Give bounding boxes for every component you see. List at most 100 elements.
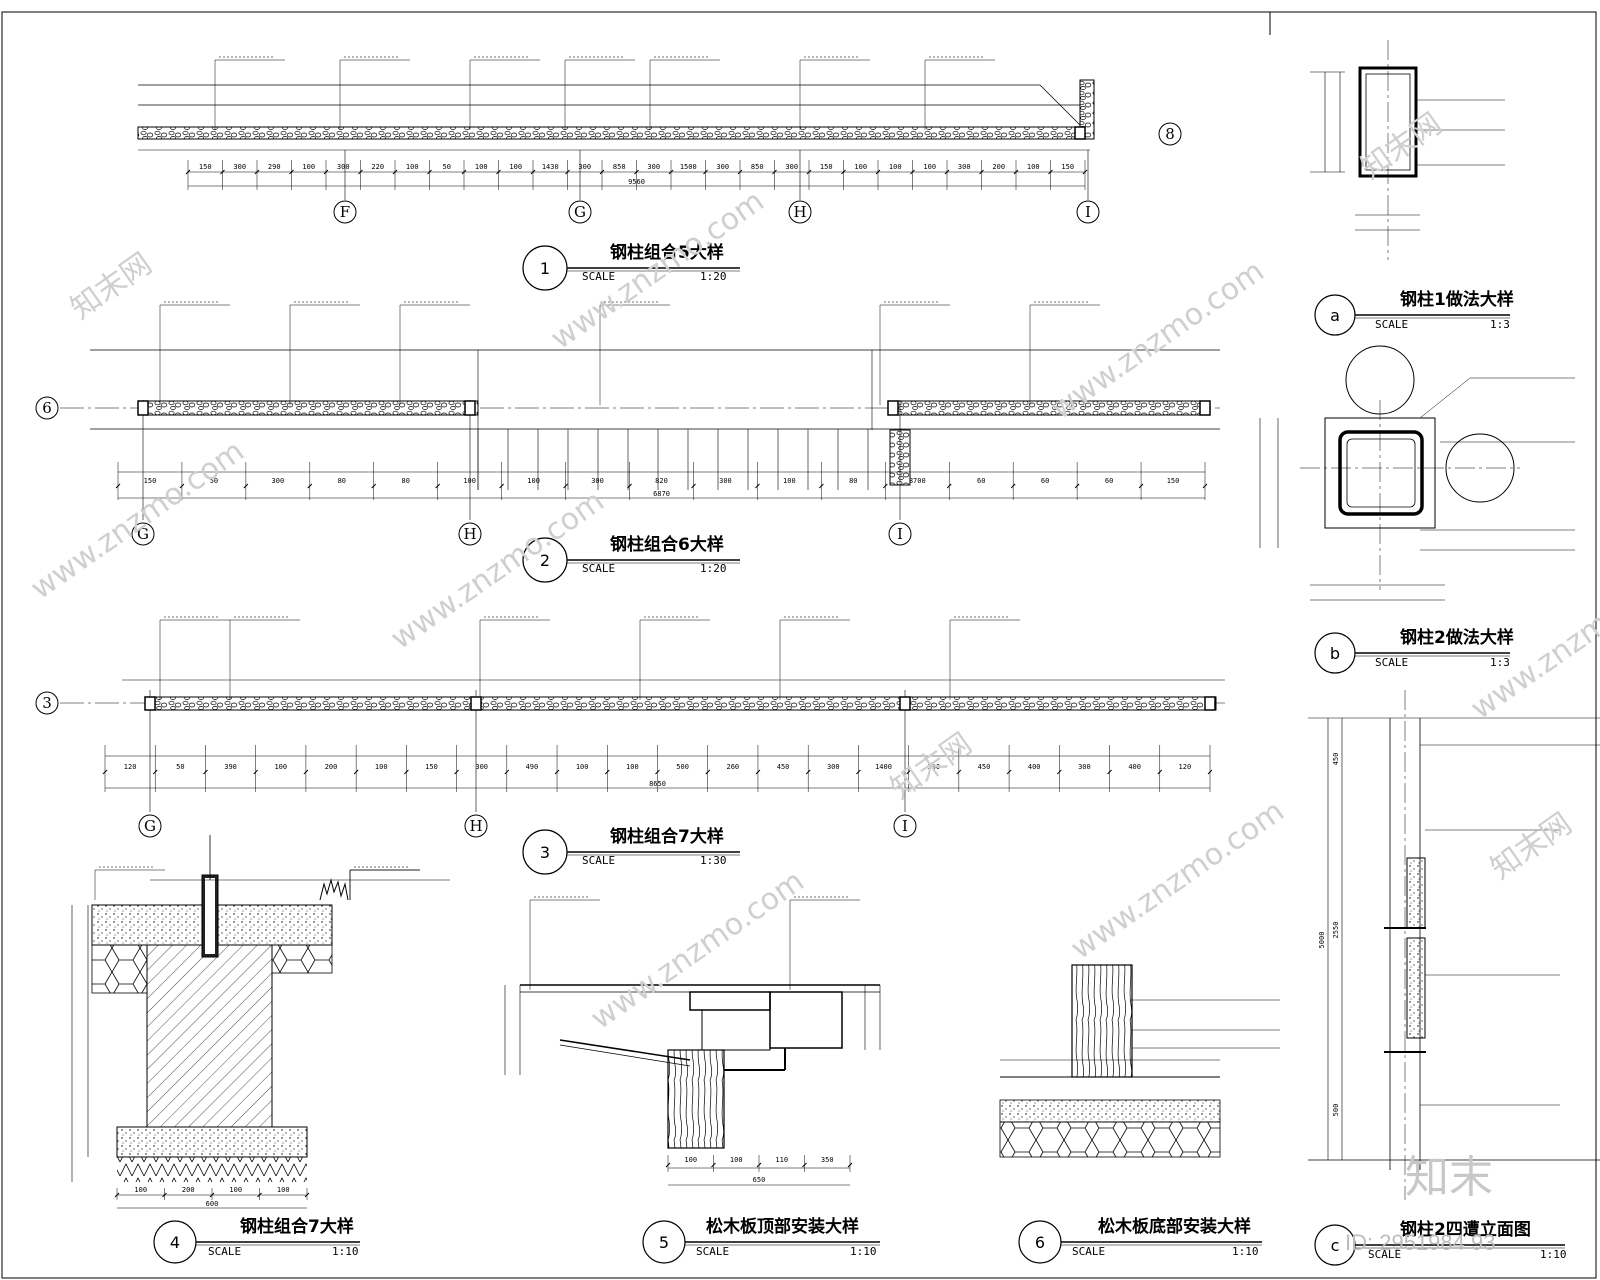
dimension-value: 220 — [371, 163, 384, 171]
dimension-value: 300 — [958, 163, 971, 171]
axis-bubble-d1: H — [788, 200, 812, 224]
detail-number: 4 — [170, 1233, 180, 1252]
dimension-value: 450 — [777, 763, 790, 771]
dimension-value: 80 — [849, 477, 857, 485]
scale-value: 1:10 — [1232, 1245, 1259, 1258]
axis-bubble-d2: G — [131, 522, 155, 546]
dimension-value: 100 — [277, 1186, 290, 1194]
svg-text:I: I — [897, 525, 903, 543]
scale-label: SCALE — [582, 270, 615, 283]
scale-label: SCALE — [1375, 656, 1408, 669]
scale-label: SCALE — [1072, 1245, 1105, 1258]
detail-c-elevation — [1308, 690, 1600, 1200]
detail-number: 3 — [540, 843, 550, 862]
axis-bubble-d2: I — [888, 522, 912, 546]
dimension-value: 80 — [402, 477, 410, 485]
dimension-value: 300 — [647, 163, 660, 171]
scale-value: 1:10 — [850, 1245, 877, 1258]
dimension-value: 100 — [406, 163, 419, 171]
dimension-value: 100 — [463, 477, 476, 485]
dimension-value: 330 — [927, 763, 940, 771]
scale-value: 1:10 — [1540, 1248, 1567, 1261]
dimension-total: 6870 — [653, 490, 670, 498]
dimension-value: 100 — [527, 477, 540, 485]
detail-2-plan — [60, 301, 1220, 499]
dimension-value: 200 — [325, 763, 338, 771]
dimension-value: 100 — [274, 763, 287, 771]
detail-title: 钢柱1做法大样 — [1400, 289, 1514, 310]
detail-title: 钢柱2四遭立面图 — [1400, 1219, 1531, 1240]
svg-text:G: G — [144, 817, 156, 835]
dimension-value: 300 — [337, 163, 350, 171]
dimension-value: 150 — [1061, 163, 1074, 171]
axis-bubble-row-d3: 3 — [35, 691, 59, 715]
svg-text:H: H — [793, 203, 806, 221]
scale-label: SCALE — [1368, 1248, 1401, 1261]
detail-title: 钢柱组合6大样 — [610, 534, 724, 555]
dimension-value: 260 — [727, 763, 740, 771]
dimension-value: 50 — [210, 477, 218, 485]
axis-bubble-d3: G — [138, 814, 162, 838]
dimension-total: 9560 — [628, 178, 645, 186]
dimension-value: 290 — [268, 163, 281, 171]
dimension-value: 100 — [889, 163, 902, 171]
detail-5-section — [504, 896, 881, 1186]
detail-4-section — [71, 835, 450, 1209]
dimension-value: 150 — [199, 163, 212, 171]
dimension-value: 100 — [475, 163, 488, 171]
dimension-total: 650 — [753, 1176, 766, 1184]
dimension-value: 1500 — [680, 163, 697, 171]
dimension-value: 2550 — [1332, 922, 1340, 939]
dimension-value: 100 — [626, 763, 639, 771]
dimension-value: 1400 — [875, 763, 892, 771]
dimension-value: 150 — [1167, 477, 1180, 485]
axis-bubble-d3: I — [893, 814, 917, 838]
brand-logo: 知末 — [1405, 1152, 1493, 1203]
detail-number: 1 — [540, 259, 550, 278]
svg-text:G: G — [574, 203, 586, 221]
dimension-value: 350 — [821, 1156, 834, 1164]
dimension-value: 100 — [854, 163, 867, 171]
dimension-value: 300 — [578, 163, 591, 171]
dimension-value: 150 — [820, 163, 833, 171]
dimension-value: 50 — [443, 163, 451, 171]
dimension-value: 100 — [576, 763, 589, 771]
dimension-value: 850 — [613, 163, 626, 171]
dimension-value: 300 — [1078, 763, 1091, 771]
axis-bubble-row-d2: 6 — [35, 396, 59, 420]
dimension-value: 60 — [977, 477, 985, 485]
dimension-value: 1430 — [542, 163, 559, 171]
detail-number: a — [1330, 306, 1340, 325]
dimension-value: 8700 — [909, 477, 926, 485]
detail-title: 钢柱组合5大样 — [610, 242, 724, 263]
axis-bubble-d1: F — [333, 200, 357, 224]
dimension-value: 60 — [1105, 477, 1113, 485]
dimension-value: 100 — [302, 163, 315, 171]
dimension-value: 120 — [124, 763, 137, 771]
detail-number: 6 — [1035, 1233, 1045, 1252]
detail-3-plan — [60, 616, 1225, 789]
image-id-label: ID: 2951984 93 — [1345, 1230, 1495, 1255]
dimension-value: 300 — [827, 763, 840, 771]
detail-1-plan — [137, 56, 1095, 187]
scale-value: 1:30 — [700, 854, 727, 867]
detail-title: 钢柱2做法大样 — [1400, 627, 1514, 648]
dimension-value: 100 — [783, 477, 796, 485]
detail-a-section — [1310, 40, 1505, 260]
scale-label: SCALE — [696, 1245, 729, 1258]
dimension-value: 500 — [676, 763, 689, 771]
dimension-value: 300 — [591, 477, 604, 485]
dimension-value: 100 — [923, 163, 936, 171]
scale-label: SCALE — [1375, 318, 1408, 331]
svg-text:G: G — [137, 525, 149, 543]
dimension-value: 400 — [1128, 763, 1141, 771]
svg-text:6: 6 — [42, 399, 52, 417]
